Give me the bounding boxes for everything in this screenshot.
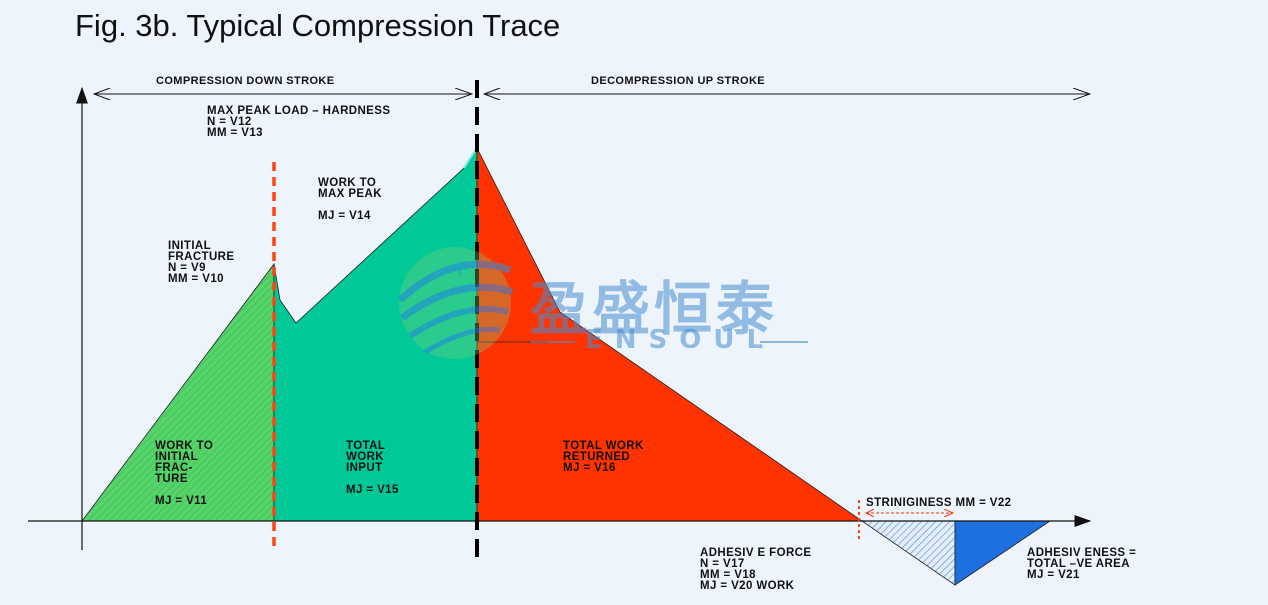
adhesiveness-label: ADHESIV ENESS = TOTAL –VE AREA mJ = V21 (1027, 547, 1137, 581)
svg-text:+: + (452, 256, 469, 280)
work-to-initial-fracture-label: WORK TO INITIAL FRAC- TURE mJ = V11 (155, 440, 214, 507)
region-negative-area-hatched (860, 520, 956, 586)
watermark-cn: 盈盛恒泰 (530, 275, 779, 343)
watermark-logo-icon: + (397, 247, 808, 359)
figure-title: Fig. 3b. Typical Compression Trace (75, 8, 561, 43)
stringiness-label: STRINIGINESS mm = V22 (866, 497, 1012, 509)
total-work-input-label: TOTAL WORK INPUT mJ = V15 (346, 440, 399, 496)
total-work-returned-label: TOTAL WORK RETURNED mJ = V16 (563, 440, 644, 474)
compression-down-stroke-label: COMPRESSION DOWN STROKE (156, 75, 335, 87)
initial-fracture-label: INITIAL FRACTURE N = V9 mm = V10 (168, 240, 235, 285)
decompression-up-stroke-label: DECOMPRESSION UP STROKE (591, 75, 766, 87)
work-to-max-peak-label: WORK TO MAX PEAK mJ = V14 (318, 177, 382, 222)
max-peak-load-label: MAX PEAK LOAD – HARDNESS N = V12 mm = V1… (207, 105, 391, 139)
adhesive-force-label: ADHESIV E FORCE N = V17 mm = V18 mJ = V2… (700, 547, 812, 592)
watermark-en: ENSOUL (585, 325, 776, 355)
